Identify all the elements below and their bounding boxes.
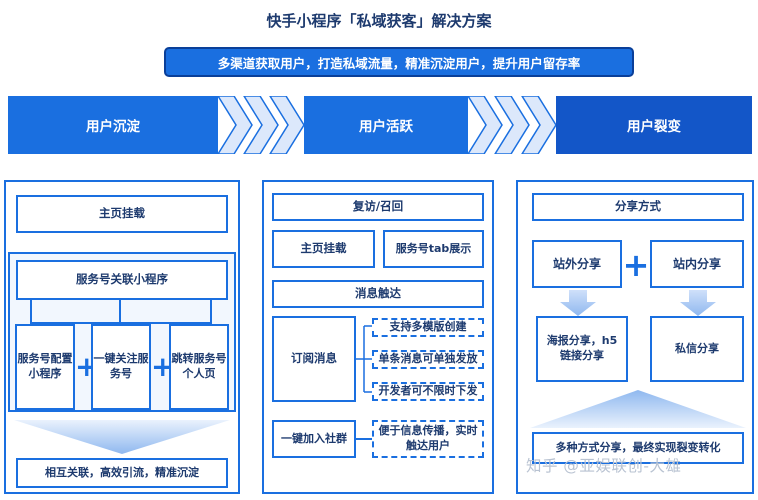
subscribe-item: 开发者可不限时下发 <box>372 382 484 401</box>
revisit-box: 复访/召回 <box>272 193 484 221</box>
plus-icon: + <box>622 246 650 284</box>
jump-profile-box: 跳转服务号个人页 <box>169 324 229 410</box>
join-group-desc: 便于信息传播，实时触达用户 <box>372 420 484 458</box>
stage-user-fission: 用户裂变 <box>556 96 752 154</box>
external-share-box: 站外分享 <box>532 240 622 288</box>
config-miniprogram-box: 服务号配置小程序 <box>15 324 75 410</box>
down-arrow-icon <box>14 420 230 454</box>
page-title: 快手小程序「私域获客」解决方案 <box>266 12 492 30</box>
internal-detail-box: 私信分享 <box>650 316 744 382</box>
connector-line <box>356 438 372 440</box>
message-reach-box: 消息触达 <box>272 280 484 308</box>
down-arrow-icon <box>680 290 716 316</box>
homepage-mount-box: 主页挂载 <box>16 195 228 233</box>
chevron-arrows-icon <box>218 96 304 154</box>
result-box: 多种方式分享，最终实现裂变转化 <box>532 432 744 464</box>
plus-icon: + <box>151 350 175 383</box>
stage-user-activity: 用户活跃 <box>304 96 468 154</box>
tab-display-box: 服务号tab展示 <box>383 230 484 268</box>
share-methods-box: 分享方式 <box>532 193 744 221</box>
plus-icon: + <box>75 350 99 383</box>
subtitle-banner: 多渠道获取用户，打造私域流量，精准沉淀用户，提升用户留存率 <box>164 47 634 77</box>
external-detail-box: 海报分享，h5链接分享 <box>536 316 628 382</box>
chevron-arrows-icon <box>468 96 556 154</box>
subscribe-message-box: 订阅消息 <box>272 316 356 402</box>
service-link-box: 服务号关联小程序 <box>16 260 228 300</box>
bracket-connector <box>356 325 374 393</box>
watermark: 知乎 @亚娱联创-大雄 <box>526 457 682 475</box>
down-arrow-icon <box>560 290 596 316</box>
internal-share-box: 站内分享 <box>650 240 744 288</box>
stage-user-retention: 用户沉淀 <box>8 96 218 154</box>
subscribe-item: 支持多模版创建 <box>372 318 484 337</box>
result-box: 相互关联，高效引流，精准沉淀 <box>16 458 228 488</box>
join-group-box: 一键加入社群 <box>272 420 356 458</box>
follow-service-box: 一键关注服务号 <box>91 324 151 410</box>
connector-lines <box>30 300 212 324</box>
connector-line <box>119 300 121 324</box>
homepage-mount-box: 主页挂载 <box>272 230 375 268</box>
subscribe-item: 单条消息可单独发放 <box>372 350 484 369</box>
up-triangle-icon <box>530 390 746 428</box>
